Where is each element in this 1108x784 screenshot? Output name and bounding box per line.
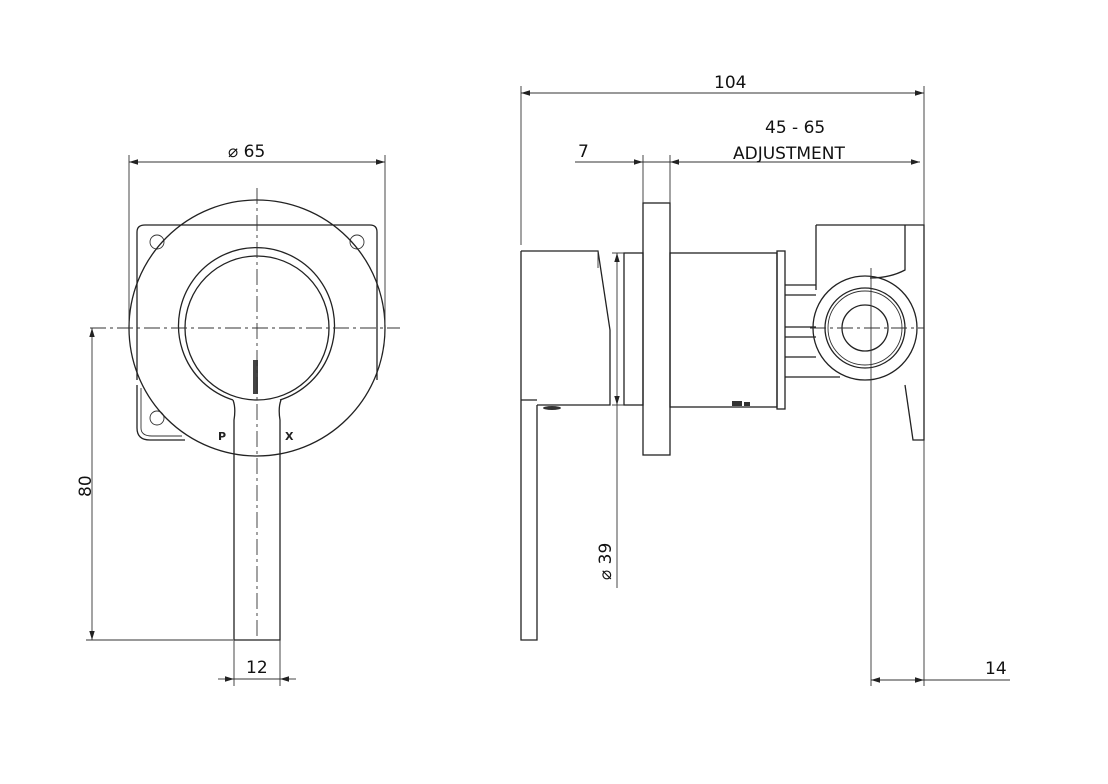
valve-housing bbox=[815, 224, 925, 441]
dimension-label-body-diameter: ⌀ 39 bbox=[596, 543, 616, 580]
dimension-label-lever-width: 12 bbox=[246, 658, 268, 678]
dimension-label-offset: 14 bbox=[985, 659, 1007, 679]
logo-letter: X bbox=[285, 430, 294, 443]
side-view: 104 7 45 - 65 ADJUSTMENT ⌀ 39 14 bbox=[520, 73, 1010, 686]
handle-hub-outer bbox=[177, 247, 336, 401]
body-flange bbox=[776, 250, 786, 410]
lever-handle bbox=[232, 399, 282, 641]
dimension-label-overall: 104 bbox=[714, 73, 746, 93]
dimension-label-height: 80 bbox=[76, 475, 96, 497]
grub-screw bbox=[543, 406, 561, 410]
dimension-label-plate: 7 bbox=[578, 142, 589, 162]
indicator-slot bbox=[253, 360, 258, 394]
mount-hole bbox=[149, 410, 165, 426]
escutcheon-plate bbox=[642, 202, 671, 456]
front-view: P X ⌀ 65 80 12 bbox=[76, 142, 400, 686]
dimension-label-adjustment: ADJUSTMENT bbox=[733, 144, 845, 164]
dimension-label-adjustment-range: 45 - 65 bbox=[765, 118, 825, 138]
spacer bbox=[623, 252, 644, 406]
mounting-plate bbox=[136, 224, 378, 441]
dimension-label-diameter: ⌀ 65 bbox=[228, 142, 265, 162]
valve-body bbox=[669, 252, 778, 408]
connector bbox=[785, 284, 840, 378]
logo-letter: P bbox=[218, 430, 226, 443]
handle-side bbox=[520, 250, 611, 641]
plate-clip bbox=[140, 388, 182, 437]
